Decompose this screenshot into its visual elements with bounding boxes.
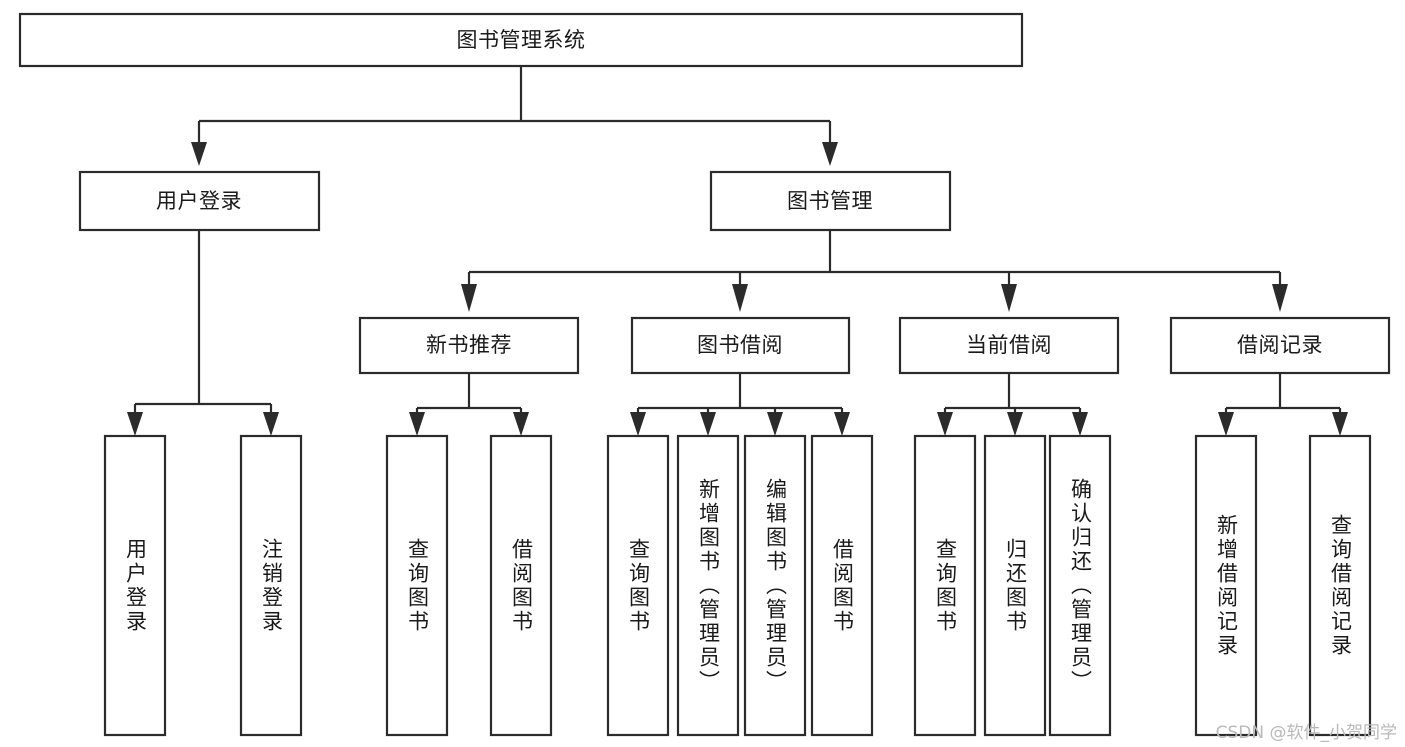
connector-book-management-to-level3 [461,230,1288,312]
level2-box-user-login[interactable] [78,170,321,232]
arrow-head-icon [409,412,425,436]
level3-label-new-book-recommend: 新书推荐 [426,333,512,357]
arrow-head-icon [937,412,953,436]
arrow-head-icon [513,412,529,436]
leaf-box-book-borrow-2[interactable] [743,434,807,737]
node-user-login[interactable]: 用户登录 [78,170,321,232]
arrow-head-icon [834,412,850,436]
arrow-head-icon [1272,284,1288,312]
leaf-box-new-book-0[interactable] [385,434,449,737]
leaf-box-user-login-1[interactable] [239,434,303,737]
leaf-box-book-borrow-0[interactable] [606,434,670,737]
watermark-text: CSDN @软件_小贺同学 [1215,723,1397,743]
level3-label-borrow-record: 借阅记录 [1237,333,1323,357]
connector-root-to-level2 [191,66,838,166]
leaf-box-borrow-record-0[interactable] [1194,434,1258,737]
root-box[interactable] [18,12,1024,68]
arrow-head-icon [1007,412,1023,436]
arrow-head-icon [767,412,783,436]
leaf-box-new-book-1[interactable] [489,434,553,737]
connector-user-login-to-leaves [127,230,279,436]
arrow-head-icon [732,284,748,312]
leaf-box-current-borrow-2[interactable] [1048,434,1112,737]
connector-borrow-record-to-leaves [1218,373,1348,436]
arrow-head-icon [822,142,838,166]
leaf-box-current-borrow-1[interactable] [983,434,1047,737]
node-root[interactable]: 图书管理系统 [18,12,1024,68]
level3-label-book-borrow: 图书借阅 [697,333,783,357]
node-book-management[interactable]: 图书管理 [709,170,952,232]
arrow-head-icon [461,284,477,312]
node-new-book-recommend[interactable]: 新书推荐 [358,316,580,375]
leaf-box-current-borrow-0[interactable] [913,434,977,737]
connector-book-borrow-to-leaves [630,373,850,436]
connector-current-borrow-to-leaves [937,373,1088,436]
node-book-borrow[interactable]: 图书借阅 [630,316,851,375]
arrow-head-icon [127,412,143,436]
node-current-borrow[interactable]: 当前借阅 [898,316,1120,375]
arrow-head-icon [1218,412,1234,436]
node-borrow-record[interactable]: 借阅记录 [1169,316,1391,375]
leaf-box-borrow-record-1[interactable] [1308,434,1372,737]
arrow-head-icon [263,412,279,436]
arrow-head-icon [1001,284,1017,312]
level3-box-new-book-recommend[interactable] [358,316,580,375]
connector-new-book-recommend-to-leaves [409,373,529,436]
level2-label-user-login: 用户登录 [156,189,242,213]
leaf-box-book-borrow-3[interactable] [810,434,874,737]
arrow-head-icon [700,412,716,436]
leaf-box-user-login-0[interactable] [103,434,167,737]
root-label: 图书管理系统 [457,28,586,52]
level3-label-current-borrow: 当前借阅 [966,333,1052,357]
level3-box-current-borrow[interactable] [898,316,1120,375]
arrow-head-icon [1072,412,1088,436]
level2-label-book-management: 图书管理 [787,189,873,213]
leaf-box-book-borrow-1[interactable] [676,434,740,737]
arrow-head-icon [191,142,207,166]
arrow-head-icon [1332,412,1348,436]
arrow-head-icon [630,412,646,436]
